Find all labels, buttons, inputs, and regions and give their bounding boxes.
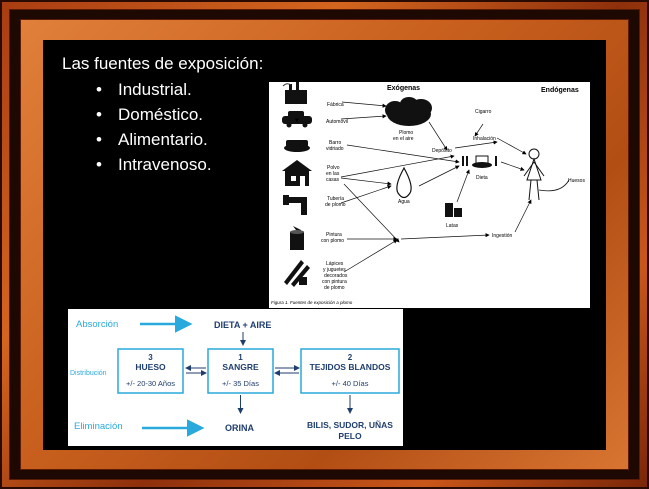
slide-title: Las fuentes de exposición: xyxy=(62,54,264,73)
box-sangre: 1 SANGRE +/- 35 Días xyxy=(207,348,274,394)
label-lapices-4: con pintura xyxy=(322,279,347,285)
bullet-item: • Doméstico. xyxy=(96,105,212,130)
sangre-number: 1 xyxy=(238,353,243,362)
label-orina: ORINA xyxy=(225,423,255,433)
label-lapices-3: decorados xyxy=(324,273,348,279)
label-plomo-aire-1: Plomo xyxy=(399,130,413,136)
label-lapices-1: Lápices xyxy=(326,261,344,267)
tejidos-time: +/- 40 Días xyxy=(332,379,369,388)
label-huesos: Huesos xyxy=(568,178,585,184)
bullet-marker: • xyxy=(96,105,102,124)
label-deposito: Depósito xyxy=(432,148,452,154)
bullet-text: Intravenoso. xyxy=(118,155,212,174)
label-dieta-aire: DIETA + AIRE xyxy=(214,320,271,330)
label-latas: Latas xyxy=(446,223,459,229)
box-tejidos: 2 TEJIDOS BLANDOS +/- 40 Días xyxy=(300,348,400,394)
sangre-name: SANGRE xyxy=(222,362,259,372)
label-lapices-5: de plomo xyxy=(324,285,345,291)
label-ingestion: Ingestión xyxy=(492,233,513,239)
label-tuberia-2: de plomo xyxy=(325,202,346,208)
label-fabrica: Fábrica xyxy=(327,102,344,108)
header-exogenous: Exógenas xyxy=(387,85,420,92)
bullet-item: • Intravenoso. xyxy=(96,155,212,180)
label-pintura-1: Pintura xyxy=(326,232,342,238)
label-pintura-2: con plomo xyxy=(321,238,344,244)
bullet-item: • Alimentario. xyxy=(96,130,212,155)
bullet-text: Alimentario. xyxy=(118,130,208,149)
label-barro-2: vidriado xyxy=(326,146,344,152)
exposure-sources-figure: Exógenas Endógenas Fábrica Automóvil Bar… xyxy=(269,82,590,308)
label-lapices-2: y juguetes xyxy=(323,267,346,273)
label-distribucion: Distribución xyxy=(70,370,107,377)
label-bilis-1: BILIS, SUDOR, UÑAS xyxy=(307,420,393,430)
bullet-marker: • xyxy=(96,80,102,99)
house-icon xyxy=(282,160,312,186)
pencils-toys-icon xyxy=(284,260,310,287)
label-polvo-3: casas xyxy=(326,177,340,183)
factory-icon xyxy=(282,82,307,104)
sangre-time: +/- 35 Días xyxy=(222,379,259,388)
exchange-arrows xyxy=(185,365,353,414)
label-barro-1: Barro xyxy=(329,140,341,146)
tejidos-name: TEJIDOS BLANDOS xyxy=(310,362,391,372)
exposure-sources-svg: Exógenas Endógenas Fábrica Automóvil Bar… xyxy=(271,82,585,305)
label-eliminacion: Eliminación xyxy=(74,421,123,432)
tejidos-number: 2 xyxy=(348,353,353,362)
pipe-icon xyxy=(283,195,307,215)
flow-arrows xyxy=(294,101,532,273)
hueso-number: 3 xyxy=(148,353,153,362)
label-inhalacion: Inhalación xyxy=(473,136,496,142)
bullet-marker: • xyxy=(96,155,102,174)
lead-air-cloud-icon xyxy=(385,97,432,126)
label-bilis-2: PELO xyxy=(338,431,362,441)
water-drop-icon xyxy=(396,166,412,199)
distribution-figure: Absorción DIETA + AIRE Distribución 3 HU… xyxy=(68,309,403,446)
label-plomo-aire-2: en el aire xyxy=(393,136,414,142)
paint-can-icon xyxy=(290,226,304,250)
bullet-list: • Industrial. • Doméstico. • Alimentario. •… xyxy=(96,80,212,180)
label-agua: Agua xyxy=(398,199,410,205)
cans-icon xyxy=(445,203,462,217)
hueso-time: +/- 20-30 Años xyxy=(126,379,175,388)
human-figure-icon xyxy=(523,148,570,201)
diet-plate-icon xyxy=(462,155,497,168)
bullet-marker: • xyxy=(96,130,102,149)
hueso-name: HUESO xyxy=(135,362,166,372)
box-hueso: 3 HUESO +/- 20-30 Años xyxy=(117,348,184,394)
bullet-item: • Industrial. xyxy=(96,80,212,105)
label-tuberia-1: Tubería xyxy=(327,196,344,202)
bullet-text: Industrial. xyxy=(118,80,192,99)
label-cigarro: Cigarro xyxy=(475,109,492,115)
label-automovil: Automóvil xyxy=(326,119,348,125)
bullet-text: Doméstico. xyxy=(118,105,204,124)
distribution-svg: Absorción DIETA + AIRE Distribución 3 HU… xyxy=(70,315,400,441)
header-endogenous: Endógenas xyxy=(541,87,579,94)
pottery-icon xyxy=(284,140,310,152)
label-dieta: Dieta xyxy=(476,175,488,181)
label-polvo-2: en las xyxy=(326,171,340,177)
label-absorcion: Absorción xyxy=(76,319,118,330)
figure1-caption: Figura 1. Fuentes de exposición a plomo xyxy=(271,300,353,305)
label-polvo-1: Polvo xyxy=(327,165,340,171)
